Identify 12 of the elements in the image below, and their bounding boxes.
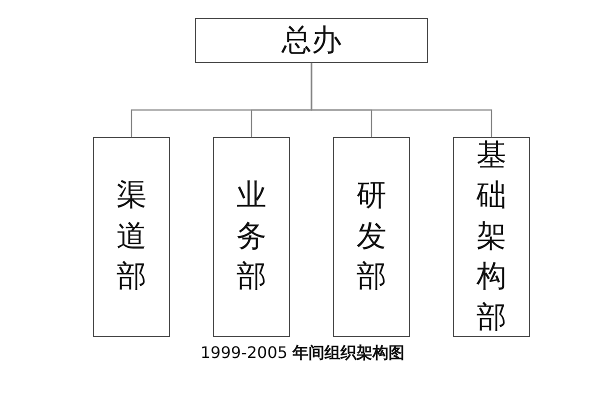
department-box: [213, 137, 290, 337]
department-name: 业务部: [236, 177, 266, 296]
department-name: 研发部: [356, 177, 386, 296]
department-name: 渠道部: [116, 177, 146, 296]
head-office-box: [195, 18, 428, 63]
department-name: 基础架构部: [476, 136, 506, 337]
caption: 1999-2005 年间组织架构图: [199, 343, 406, 364]
department-box: [453, 137, 530, 337]
office-name: 总办: [282, 22, 342, 60]
connector-line: [310, 63, 492, 137]
department-box: [333, 137, 410, 337]
department-box: [93, 137, 170, 337]
